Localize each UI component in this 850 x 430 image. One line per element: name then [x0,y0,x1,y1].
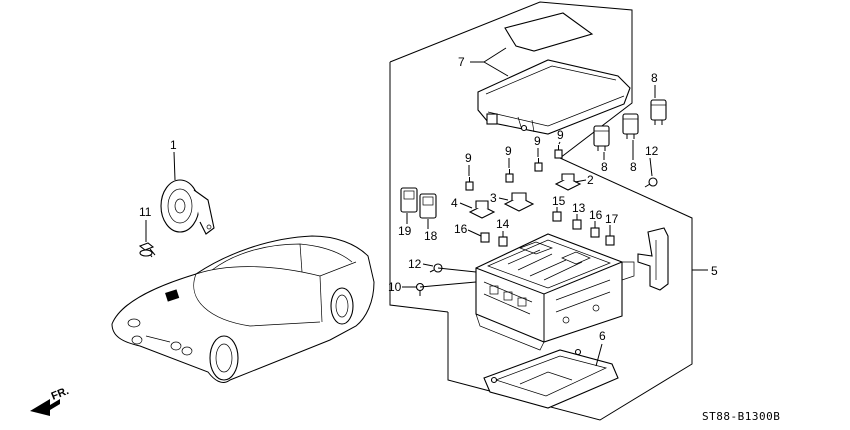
callout-10-12: 12 10 [388,257,434,294]
relay-parts [593,99,667,151]
lower-cover-part [483,348,619,409]
svg-text:FR.: FR. [50,385,71,403]
svg-text:15: 15 [552,194,566,208]
svg-text:9: 9 [534,134,541,148]
callout-7: 7 [458,47,509,77]
svg-text:19: 19 [398,224,412,238]
svg-text:9: 9 [557,128,564,142]
svg-text:3: 3 [490,191,497,205]
callout-5: 5 [692,264,718,278]
svg-text:9: 9 [465,151,472,165]
svg-text:8: 8 [651,71,658,85]
bolt-parts-9 [465,145,563,191]
callout-9: 9 9 9 9 [465,128,564,176]
part-code: ST88-B1300B [702,410,780,423]
callout-2-3-4: 2 3 4 [451,173,594,210]
svg-text:16: 16 [589,208,603,222]
horn-part [160,179,215,235]
svg-text:9: 9 [505,144,512,158]
direction-arrow-icon [30,399,60,416]
svg-text:7: 7 [458,55,465,69]
fuse-relay-box [475,233,635,351]
callout-13-17: 15 13 16 17 16 14 [454,194,619,237]
svg-text:16: 16 [454,222,468,236]
relay-parts-18-19 [400,187,437,219]
callout-8: 8 8 8 [601,71,658,174]
clip-parts [468,173,582,219]
screw-part-right: 12 [644,144,659,188]
callout-6: 6 [595,329,606,367]
svg-text:8: 8 [630,160,637,174]
svg-text:14: 14 [496,217,510,231]
front-direction-indicator: FR. [30,385,71,416]
svg-text:6: 6 [599,329,606,343]
svg-text:18: 18 [424,229,438,243]
svg-text:4: 4 [451,196,458,210]
svg-text:10: 10 [388,280,402,294]
svg-text:13: 13 [572,201,586,215]
horn-bolt-part [138,242,156,258]
callout-1: 1 [170,138,177,181]
bracket-part [637,227,669,291]
svg-text:17: 17 [605,212,619,226]
fuse-box-cover-part [477,12,631,135]
svg-text:1: 1 [170,138,177,152]
svg-text:2: 2 [587,173,594,187]
callout-11: 11 [139,205,152,242]
car-illustration [111,235,375,383]
callout-18-19: 19 18 [398,213,438,243]
svg-text:12: 12 [645,144,659,158]
svg-text:11: 11 [139,205,152,219]
mini-fuse-parts [480,211,615,247]
svg-text:5: 5 [711,264,718,278]
screw-parts-left [415,263,477,296]
svg-text:8: 8 [601,160,608,174]
svg-text:12: 12 [408,257,422,271]
